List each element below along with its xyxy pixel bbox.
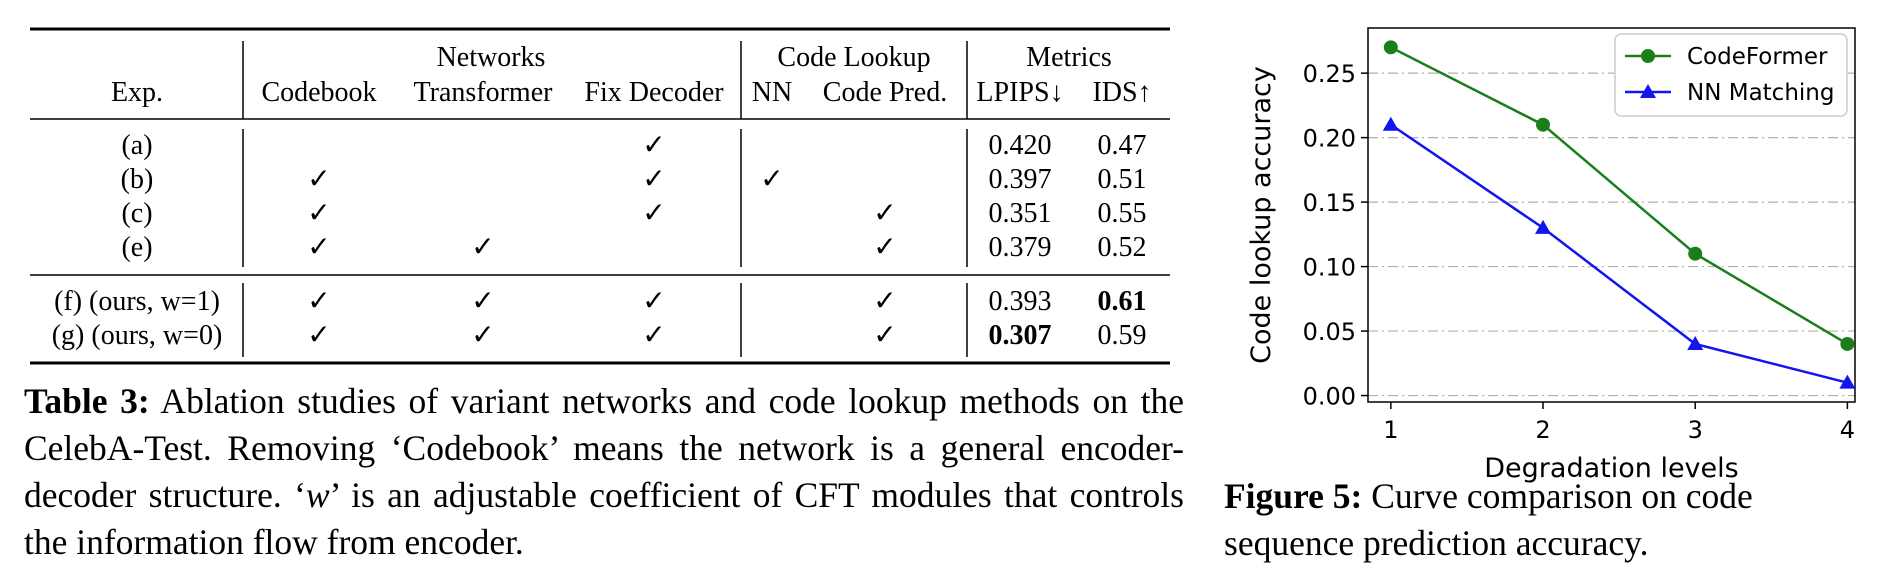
cell-ids: 0.52 <box>1098 232 1147 263</box>
figure-caption: Figure 5: Curve comparison on code seque… <box>1224 473 1876 567</box>
legend-label: CodeFormer <box>1687 44 1828 70</box>
x-axis-label: Degradation levels <box>1484 453 1738 484</box>
cell-lpips: 0.351 <box>989 198 1052 229</box>
y-tick-label: 0.00 <box>1303 383 1356 411</box>
chart-ticks: 0.00 0.05 0.10 0.15 0.20 0.25 1 2 3 4 <box>1303 60 1855 444</box>
cell-ids: 0.61 <box>1098 286 1147 317</box>
data-point <box>1382 116 1399 131</box>
check-mark: ✓ <box>642 130 665 161</box>
table-row: (e) ✓ ✓ ✓ 0.379 0.52 <box>121 232 1146 263</box>
x-tick-label: 2 <box>1535 416 1550 444</box>
check-mark: ✓ <box>307 286 330 317</box>
table-caption-label: Table 3: <box>24 381 150 421</box>
table-caption-text: Ablation studies of variant networks and… <box>24 381 1184 515</box>
cell-lpips: 0.393 <box>989 286 1052 317</box>
check-mark: ✓ <box>873 286 896 317</box>
chart-grid <box>1368 72 1855 397</box>
header-group-networks: Networks <box>437 42 546 73</box>
header-lpips: LPIPS↓ <box>976 77 1063 108</box>
check-mark: ✓ <box>873 198 896 229</box>
table-row: (c) ✓ ✓ ✓ 0.351 0.55 <box>121 198 1146 229</box>
cell-ids: 0.51 <box>1098 164 1147 195</box>
data-point <box>1839 374 1856 389</box>
chart-legend: CodeFormer NN Matching <box>1614 33 1848 117</box>
header-codebook: Codebook <box>261 77 376 108</box>
check-mark: ✓ <box>873 320 896 351</box>
check-mark: ✓ <box>642 164 665 195</box>
cell-exp: (g) (ours, w=0) <box>52 320 223 351</box>
figure-caption-label: Figure 5: <box>1224 476 1363 516</box>
chart-series <box>1382 40 1856 389</box>
legend-label: NN Matching <box>1687 80 1834 106</box>
cell-ids: 0.55 <box>1098 198 1147 229</box>
data-point <box>1688 246 1703 261</box>
data-point <box>1383 40 1398 55</box>
legend-marker <box>1641 49 1655 63</box>
table-caption: Table 3: Ablation studies of variant net… <box>24 378 1184 566</box>
cell-lpips: 0.397 <box>989 164 1052 195</box>
y-tick-label: 0.05 <box>1303 318 1356 346</box>
legend-box <box>1614 33 1848 117</box>
x-tick-label: 4 <box>1840 416 1855 444</box>
series-line-codeformer <box>1390 46 1849 346</box>
y-tick-label: 0.10 <box>1303 254 1356 282</box>
check-mark: ✓ <box>873 232 896 263</box>
check-mark: ✓ <box>471 286 494 317</box>
check-mark: ✓ <box>307 198 330 229</box>
check-mark: ✓ <box>760 164 783 195</box>
header-exp: Exp. <box>111 77 163 108</box>
cell-lpips: 0.379 <box>989 232 1052 263</box>
table-caption-w-symbol: w <box>305 475 330 515</box>
y-axis-label: Code lookup accuracy <box>1246 66 1277 364</box>
header-fix-decoder: Fix Decoder <box>584 77 724 108</box>
table-row: (f) (ours, w=1) ✓ ✓ ✓ ✓ 0.393 0.61 <box>54 286 1146 317</box>
cell-exp: (a) <box>121 130 152 161</box>
x-tick-label: 1 <box>1383 416 1398 444</box>
cell-exp: (c) <box>121 198 152 229</box>
data-point <box>1687 335 1704 350</box>
check-mark: ✓ <box>307 164 330 195</box>
check-mark: ✓ <box>471 232 494 263</box>
cell-exp: (e) <box>121 232 152 263</box>
cell-lpips: 0.420 <box>989 130 1052 161</box>
figure-caption-text: Curve comparison on code sequence predic… <box>1224 476 1753 563</box>
header-group-metrics: Metrics <box>1026 42 1112 73</box>
y-tick-label: 0.20 <box>1303 125 1356 153</box>
accuracy-line-chart: 0.00 0.05 0.10 0.15 0.20 0.25 1 2 3 4 Degradation… <box>1246 27 1856 484</box>
table-row: (b) ✓ ✓ ✓ 0.397 0.51 <box>121 164 1147 195</box>
data-point <box>1536 117 1551 132</box>
ablation-table-container: Networks Code Lookup Metrics Exp. Codebo… <box>30 27 1170 367</box>
x-tick-label: 3 <box>1688 416 1703 444</box>
cell-exp: (f) (ours, w=1) <box>54 286 220 317</box>
check-mark: ✓ <box>642 286 665 317</box>
check-mark: ✓ <box>471 320 494 351</box>
data-point <box>1840 336 1855 351</box>
series-line-nn-matching <box>1390 123 1848 384</box>
header-group-code-lookup: Code Lookup <box>777 42 930 73</box>
cell-ids: 0.59 <box>1098 320 1147 351</box>
header-nn: NN <box>752 77 792 108</box>
header-transformer: Transformer <box>414 77 554 108</box>
y-tick-label: 0.25 <box>1303 60 1356 88</box>
check-mark: ✓ <box>642 320 665 351</box>
header-code-pred: Code Pred. <box>823 77 947 108</box>
check-mark: ✓ <box>307 320 330 351</box>
table-row: (g) (ours, w=0) ✓ ✓ ✓ ✓ 0.307 0.59 <box>52 320 1147 351</box>
legend-marker <box>1640 84 1656 98</box>
cell-exp: (b) <box>121 164 154 195</box>
check-mark: ✓ <box>642 198 665 229</box>
check-mark: ✓ <box>307 232 330 263</box>
cell-ids: 0.47 <box>1098 130 1147 161</box>
header-ids: IDS↑ <box>1092 77 1151 108</box>
table-caption-text-end: ’ is an adjustable coefficient of CFT mo… <box>24 475 1184 562</box>
chart-frame <box>1367 27 1856 403</box>
data-point <box>1535 219 1552 234</box>
ablation-table: Networks Code Lookup Metrics Exp. Codebo… <box>30 27 1170 365</box>
y-tick-label: 0.15 <box>1303 189 1356 217</box>
cell-lpips: 0.307 <box>989 320 1052 351</box>
table-row: (a) ✓ 0.420 0.47 <box>121 130 1146 161</box>
